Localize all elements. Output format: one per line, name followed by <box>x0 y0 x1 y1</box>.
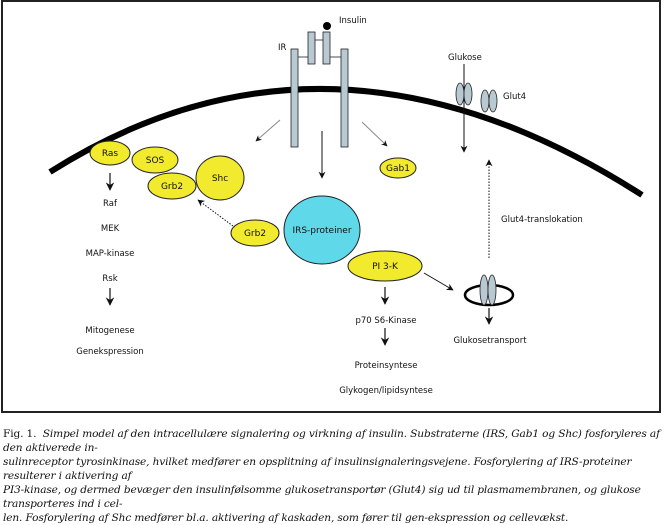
grb2-top-node: Grb2 <box>147 172 197 200</box>
p70-s6-kinase-label: p70 S6-Kinase <box>356 316 417 326</box>
irs-proteiner-node: IRS-proteiner <box>283 195 361 265</box>
caption-line: PI3-kinase, og dermed bevæger den insuli… <box>3 484 641 510</box>
pi3k-label: PI 3-K <box>372 262 399 272</box>
dotted-arrow-grb2 <box>197 199 234 227</box>
gab1-label: Gab1 <box>386 164 410 174</box>
shc-node: Shc <box>195 155 245 201</box>
cell-membrane <box>48 85 644 198</box>
caption-line: len. Fosforylering af Shc medfører bl.a.… <box>3 512 569 524</box>
insulin-molecule-icon <box>323 22 331 30</box>
glukose-label: Glukose <box>448 53 482 63</box>
ras-label: Ras <box>102 149 119 159</box>
pi3k-node: PI 3-K <box>347 250 423 282</box>
sos-node: SOS <box>131 146 179 174</box>
mapk-outcome-label: Mitogenese <box>85 326 134 336</box>
mapk-step-label: MEK <box>101 224 120 234</box>
insulin-receptor <box>290 31 349 148</box>
pi3k-outcome-label: Glykogen/lipidsyntese <box>339 386 433 396</box>
pi3k-outcome-label: Proteinsyntese <box>355 361 418 371</box>
glut4-label: Glut4 <box>503 92 526 102</box>
shc-label: Shc <box>212 174 228 184</box>
mapk-outcome-label: Genekspression <box>76 347 144 357</box>
glut4-membrane-transporter <box>455 82 498 113</box>
insulin-signaling-diagram: Insulin IR Glukose Glut4 Ras SOS Grb2 Sh… <box>48 16 644 396</box>
glut4-vesicle <box>463 274 515 307</box>
mapk-step-label: Rsk <box>102 274 117 284</box>
arrow-to-gab1 <box>361 121 388 147</box>
arrow-to-shc <box>255 119 281 142</box>
mapk-step-label: MAP-kinase <box>86 249 135 259</box>
arrow-pi3k-to-vesicle <box>423 272 454 291</box>
mapk-step-label: Raf <box>103 199 118 209</box>
figure-caption: Fig. 1. Simpel model af den intracellulæ… <box>3 427 663 525</box>
glukosetransport-label: Glukosetransport <box>453 336 527 346</box>
ras-node: Ras <box>89 140 131 166</box>
grb2-lower-node: Grb2 <box>230 219 280 247</box>
ir-label: IR <box>278 43 287 53</box>
caption-line: sulinreceptor tyrosinkinase, hvilket med… <box>3 456 632 482</box>
grb2-top-label: Grb2 <box>161 182 183 192</box>
grb2-lower-label: Grb2 <box>244 229 266 239</box>
gab1-node: Gab1 <box>379 157 417 179</box>
irs-proteiner-label: IRS-proteiner <box>292 226 351 236</box>
caption-line: Fig. 1. Simpel model af den intracellulæ… <box>3 427 663 455</box>
sos-label: SOS <box>146 156 165 166</box>
caption-fig-label: Fig. 1. <box>3 428 37 440</box>
insulin-label: Insulin <box>339 16 367 26</box>
caption-text: Simpel model af den intracellulære signa… <box>3 428 660 454</box>
glut4-translokation-label: Glut4-translokation <box>501 215 583 225</box>
